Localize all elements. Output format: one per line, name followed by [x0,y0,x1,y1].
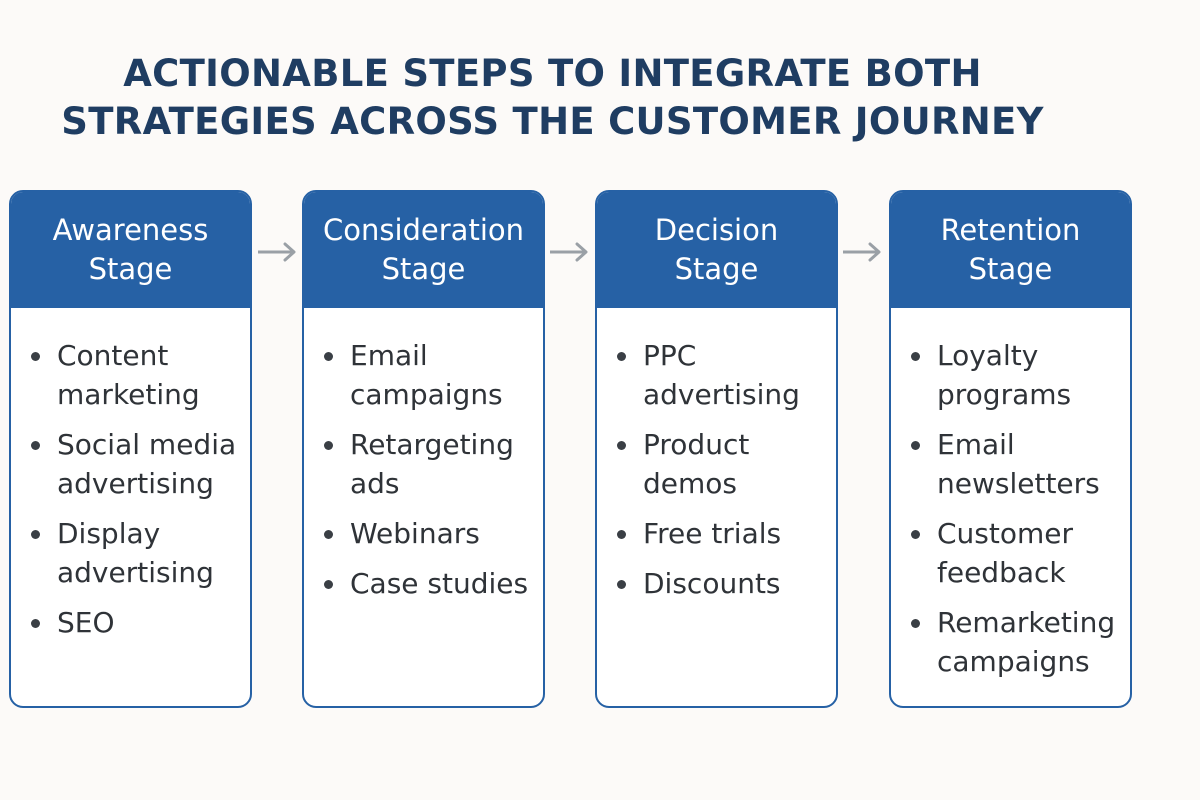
item-text-line: advertising [57,467,214,500]
item-text-line: Email [937,428,1015,461]
bullet-dot [324,530,333,539]
item-text-line: Discounts [643,567,781,600]
item-text-line: Case studies [350,567,529,600]
item-text-line: newsletters [937,467,1100,500]
item-text-line: Retargeting [350,428,514,461]
stage-item-list: Content marketing Social media advertisi… [11,308,250,642]
arrow-right-icon [550,242,588,262]
bullet-dot [617,441,626,450]
stage-card-awareness: Awareness Stage Content marketing Social… [9,190,252,708]
stage-header: Decision Stage [597,192,836,308]
title-line-2: STRATEGIES ACROSS THE CUSTOMER JOURNEY [61,100,1044,143]
item-text-line: Email [350,339,428,372]
stage-item-list: PPC advertising Product demos Free trial… [597,308,836,603]
list-item: Case studies [322,564,535,603]
list-item: Display advertising [29,514,242,592]
item-text-line: advertising [57,556,214,589]
list-item: Remarketing campaigns [909,603,1122,681]
item-text-line: campaigns [937,645,1090,678]
stage-card-decision: Decision Stage PPC advertising Product d… [595,190,838,708]
item-text-line: Webinars [350,517,480,550]
list-item: Free trials [615,514,828,553]
title-line-1: ACTIONABLE STEPS TO INTEGRATE BOTH [123,52,982,95]
stage-header: Retention Stage [891,192,1130,308]
item-text-line: Remarketing [937,606,1116,639]
item-text-line: Customer [937,517,1074,550]
diagram-title: ACTIONABLE STEPS TO INTEGRATE BOTH STRAT… [0,50,1105,146]
stage-header-line-1: Retention [940,213,1081,247]
bullet-dot [31,352,40,361]
list-item: Webinars [322,514,535,553]
list-item: Loyalty programs [909,336,1122,414]
list-item: Product demos [615,425,828,503]
list-item: Customer feedback [909,514,1122,592]
stage-header-line-1: Consideration [322,213,525,247]
bullet-dot [324,441,333,450]
item-text-line: Loyalty [937,339,1039,372]
item-text-line: Content [57,339,169,372]
stage-header-line-2: Stage [968,252,1053,286]
list-item: SEO [29,603,242,642]
bullet-dot [324,580,333,589]
stage-item-list: Email campaigns Retargeting ads Webinars… [304,308,543,603]
list-item: Content marketing [29,336,242,414]
stage-header-line-1: Awareness [52,213,209,247]
bullet-dot [324,352,333,361]
bullet-dot [31,441,40,450]
stage-card-retention: Retention Stage Loyalty programs Email n… [889,190,1132,708]
item-text-line: campaigns [350,378,503,411]
stage-header-line-1: Decision [654,213,779,247]
bullet-dot [911,352,920,361]
bullet-dot [911,619,920,628]
stage-item-list: Loyalty programs Email newsletters Custo… [891,308,1130,681]
item-text-line: Product [643,428,750,461]
bullet-dot [617,530,626,539]
bullet-dot [617,352,626,361]
list-item: Email newsletters [909,425,1122,503]
stage-header-line-2: Stage [88,252,173,286]
bullet-dot [31,530,40,539]
item-text-line: Display [57,517,161,550]
item-text-line: marketing [57,378,200,411]
item-text-line: SEO [57,606,115,639]
bullet-dot [911,530,920,539]
bullet-dot [911,441,920,450]
item-text-line: Social media [57,428,237,461]
list-item: Email campaigns [322,336,535,414]
item-text-line: feedback [937,556,1066,589]
item-text-line: demos [643,467,737,500]
item-text-line: PPC [643,339,697,372]
bullet-dot [31,619,40,628]
list-item: PPC advertising [615,336,828,414]
item-text-line: ads [350,467,400,500]
item-text-line: advertising [643,378,800,411]
stage-header-line-2: Stage [381,252,466,286]
item-text-line: programs [937,378,1072,411]
arrow-right-icon [843,242,881,262]
item-text-line: Free trials [643,517,782,550]
arrow-right-icon [258,242,296,262]
stage-header: Consideration Stage [304,192,543,308]
bullet-dot [617,580,626,589]
stage-header-line-2: Stage [674,252,759,286]
list-item: Social media advertising [29,425,242,503]
stage-header: Awareness Stage [11,192,250,308]
list-item: Retargeting ads [322,425,535,503]
list-item: Discounts [615,564,828,603]
stage-card-consideration: Consideration Stage Email campaigns Reta… [302,190,545,708]
